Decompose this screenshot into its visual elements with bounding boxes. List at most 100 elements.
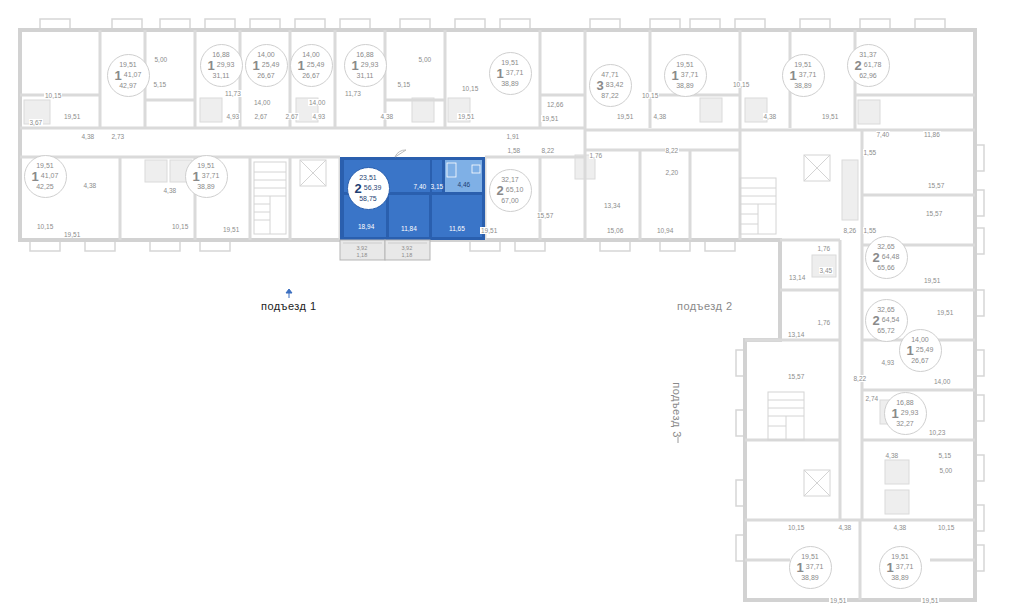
room-area: 2,67 xyxy=(254,113,269,120)
area-value: 38,89 xyxy=(676,82,694,90)
room-area: 10,15 xyxy=(641,92,659,99)
room-area: 7,40 xyxy=(876,131,891,138)
area-value: 14,00 xyxy=(302,51,320,59)
room-area: 15,57 xyxy=(536,212,554,219)
room-area: 11,73 xyxy=(224,90,242,97)
room-area: 3,15 xyxy=(430,183,445,190)
room-area: 4,93 xyxy=(226,113,241,120)
room-count: 1 xyxy=(208,59,215,72)
room-area: 7,40 xyxy=(413,183,428,190)
area-value: 25,49 xyxy=(307,61,325,69)
wall xyxy=(20,30,975,600)
entrance-label: подъезд 2 xyxy=(676,300,734,312)
room-area: 2,73 xyxy=(111,133,126,140)
badge-content: 19,51137,7138,89 xyxy=(672,61,699,90)
room-area: 19,51 xyxy=(821,113,839,120)
room-count: 1 xyxy=(352,59,359,72)
area-value: 56,39 xyxy=(364,184,382,192)
selected-apartment xyxy=(340,150,485,240)
area-value: 37,71 xyxy=(506,69,524,77)
stairs xyxy=(768,392,804,440)
room-area: 13,14 xyxy=(788,274,806,281)
apartment-badge: 19,51137,7138,89 xyxy=(879,546,922,589)
room-area: 2,67 xyxy=(285,113,300,120)
area-value: 32,65 xyxy=(877,306,895,314)
room-area: 5,00 xyxy=(939,467,954,474)
entrance-arrow xyxy=(678,437,679,443)
area-value: 83,42 xyxy=(606,81,624,89)
selected-apartment xyxy=(395,150,406,157)
room-area: 5,15 xyxy=(938,452,953,459)
elevator xyxy=(804,470,830,496)
elevator xyxy=(804,470,830,496)
selected-apartment xyxy=(447,163,456,177)
area-value: 31,11 xyxy=(212,72,229,80)
apartment-badge: 16,88129,9331,11 xyxy=(344,44,387,87)
stairs xyxy=(768,400,804,440)
selected-apartment xyxy=(340,157,485,240)
room-area: 14,00 xyxy=(308,99,326,106)
room-area: 19,51 xyxy=(63,231,81,238)
room-area: 19,51 xyxy=(480,227,498,234)
area-value: 14,00 xyxy=(911,336,929,344)
room-area: 15,57 xyxy=(787,373,805,380)
badge-content: 32,17265,1067,00 xyxy=(497,176,524,205)
selected-balcony xyxy=(340,240,430,260)
area-value: 38,89 xyxy=(197,183,215,191)
room-area: 4,46 xyxy=(457,181,472,188)
apartment-badge: 47,71383,4287,22 xyxy=(589,64,632,107)
room-area: 5,00 xyxy=(154,56,169,63)
selected-apartment xyxy=(472,165,480,173)
room-area: 3,92 xyxy=(356,245,369,251)
area-value: 65,10 xyxy=(506,186,524,194)
apartment-badge: 23,51256,3958,75 xyxy=(347,167,390,210)
area-value: 26,67 xyxy=(257,72,275,80)
room-area: 1,91 xyxy=(506,133,521,140)
room-count: 1 xyxy=(298,59,305,72)
area-value: 65,72 xyxy=(877,327,895,335)
room-area: 1,55 xyxy=(863,227,878,234)
room-area: 15,57 xyxy=(927,182,945,189)
selected-apartment xyxy=(389,195,429,237)
area-value: 38,89 xyxy=(801,574,819,582)
stairs xyxy=(740,188,776,234)
room-area: 19,51 xyxy=(616,113,634,120)
room-area: 11,84 xyxy=(400,225,418,232)
apartment-badge: 14,00125,4926,67 xyxy=(899,329,942,372)
badge-row: 137,71 xyxy=(193,170,220,183)
room-count: 2 xyxy=(873,251,880,264)
badge-row: 137,71 xyxy=(672,69,699,82)
room-area: 14,00 xyxy=(253,99,271,106)
area-value: 61,78 xyxy=(864,61,882,69)
room-area: 15,06 xyxy=(606,227,624,234)
entrance-arrow xyxy=(286,289,678,443)
badge-row: 261,78 xyxy=(855,59,882,72)
area-value: 37,71 xyxy=(681,71,699,79)
room-area: 19,51 xyxy=(923,277,941,284)
area-value: 58,75 xyxy=(359,195,377,203)
badge-row: 264,48 xyxy=(873,251,900,264)
badge-content: 47,71383,4287,22 xyxy=(597,71,624,100)
badge-row: 125,49 xyxy=(298,59,325,72)
entrance-label: подъезд 1 xyxy=(260,300,318,312)
area-value: 23,51 xyxy=(359,174,377,182)
elevator xyxy=(300,160,326,186)
badge-content: 32,65264,4865,66 xyxy=(873,243,900,272)
room-area: 11,73 xyxy=(344,90,362,97)
room-area: 4,38 xyxy=(163,187,178,194)
badge-row: 265,10 xyxy=(497,184,524,197)
room-count: 2 xyxy=(873,314,880,327)
bathroom xyxy=(858,100,880,124)
area-value: 37,71 xyxy=(799,71,817,79)
apartment-badge: 32,65264,4865,66 xyxy=(865,236,908,279)
area-value: 67,00 xyxy=(501,197,519,205)
room-area: 8,22 xyxy=(541,147,556,154)
area-value: 19,51 xyxy=(891,553,909,561)
room-area: 1,76 xyxy=(589,152,604,159)
badge-row: 129,93 xyxy=(208,59,235,72)
area-value: 16,88 xyxy=(896,399,914,407)
room-area: 1,18 xyxy=(401,252,414,258)
room-area: 19,51 xyxy=(457,113,475,120)
badge-content: 32,65264,5465,72 xyxy=(873,306,900,335)
room-area: 1,18 xyxy=(356,252,369,258)
